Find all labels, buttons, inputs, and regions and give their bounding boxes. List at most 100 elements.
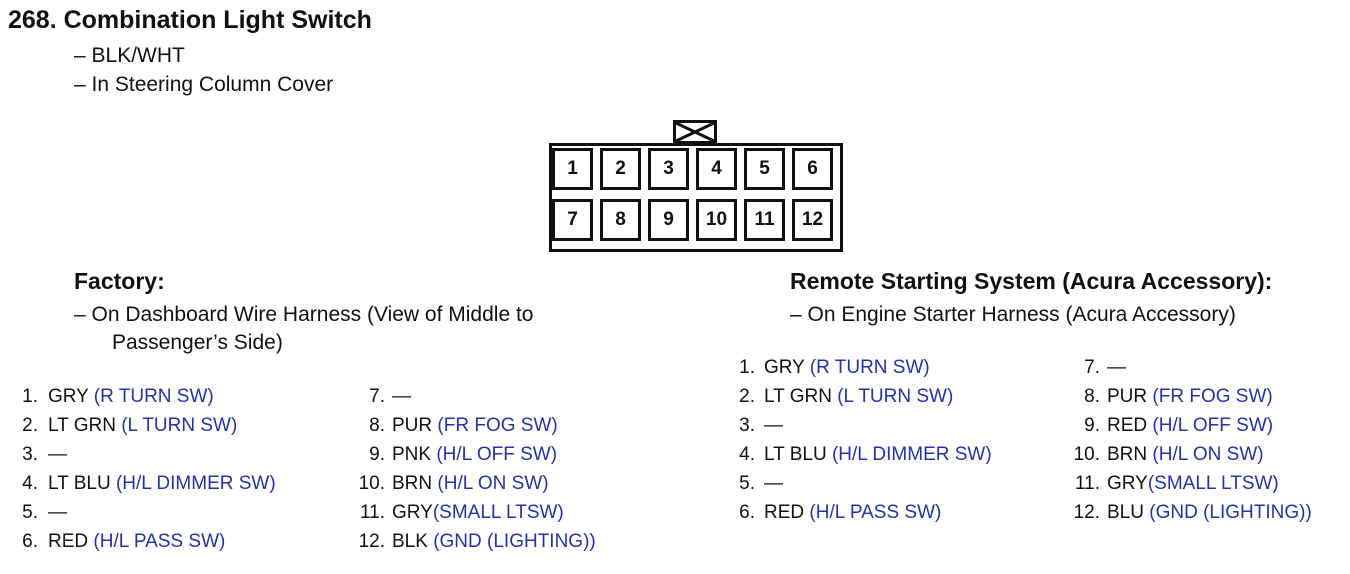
connector-title: 268. Combination Light Switch	[8, 6, 372, 34]
pin-number: 10.	[358, 473, 385, 494]
pin-number: 1.	[739, 357, 755, 378]
pin-function: (FR FOG SW)	[437, 415, 558, 436]
pin-number: 9.	[369, 444, 385, 465]
pin-function: (H/L PASS SW)	[809, 502, 942, 523]
wire-color: LT GRN	[48, 415, 122, 436]
factory-heading: Factory:	[74, 268, 165, 294]
pin-description: LT BLU (H/L DIMMER SW)	[48, 473, 276, 495]
wire-color: LT BLU	[48, 473, 116, 494]
wire-color: GRY	[1107, 473, 1148, 494]
pin-number: 4.	[739, 444, 755, 465]
pin-function: (H/L ON SW)	[437, 473, 549, 494]
pin-number: 12.	[358, 531, 385, 552]
wire-color: PNK	[392, 444, 437, 465]
pin-description: GRY(SMALL LTSW)	[392, 502, 564, 524]
pin-function: (H/L OFF SW)	[1152, 415, 1274, 436]
pin-function: (SMALL LTSW)	[1147, 473, 1279, 494]
pin-description: PUR (FR FOG SW)	[392, 415, 558, 437]
pin-description: BRN (H/L ON SW)	[392, 473, 549, 495]
pin-function: (H/L PASS SW)	[93, 531, 226, 552]
connector-pin-3: 3	[648, 148, 689, 190]
pin-number: 3.	[739, 415, 755, 436]
wire-color: GRY	[48, 386, 94, 407]
pin-description: BLK (GND (LIGHTING))	[392, 531, 596, 553]
pin-description: RED (H/L PASS SW)	[48, 531, 225, 553]
wire-color: —	[48, 444, 67, 465]
connector-pin-10: 10	[696, 199, 737, 241]
pin-description: LT GRN (L TURN SW)	[48, 415, 237, 437]
connector-pin-12: 12	[792, 199, 833, 241]
pin-function: (R TURN SW)	[93, 386, 214, 407]
pin-number: 4.	[22, 473, 38, 494]
pin-number: 5.	[739, 473, 755, 494]
pin-description: —	[392, 386, 411, 408]
pin-description: —	[764, 473, 783, 495]
wire-color: —	[1107, 357, 1126, 378]
pin-function: (H/L DIMMER SW)	[115, 473, 276, 494]
wire-color: RED	[48, 531, 94, 552]
remote-location: – On Engine Starter Harness (Acura Acces…	[790, 303, 1236, 326]
pin-function: (R TURN SW)	[809, 357, 930, 378]
pin-function: (GND (LIGHTING))	[433, 531, 596, 552]
remote-heading: Remote Starting System (Acura Accessory)…	[790, 268, 1273, 294]
pin-function: (GND (LIGHTING))	[1149, 502, 1312, 523]
pin-description: LT BLU (H/L DIMMER SW)	[764, 444, 992, 466]
wire-color: GRY	[392, 502, 433, 523]
wire-color: BLU	[1107, 502, 1150, 523]
wire-color: RED	[1107, 415, 1153, 436]
pin-number: 2.	[22, 415, 38, 436]
connector-pin-5: 5	[744, 148, 785, 190]
pin-number: 7.	[369, 386, 385, 407]
factory-location-line2: Passenger’s Side)	[112, 331, 283, 354]
pin-number: 5.	[22, 502, 38, 523]
pin-description: LT GRN (L TURN SW)	[764, 386, 953, 408]
connector-pin-11: 11	[744, 199, 785, 241]
pin-number: 8.	[1084, 386, 1100, 407]
connector-latch-icon	[673, 120, 717, 144]
connector-pin-1: 1	[552, 148, 593, 190]
pin-description: —	[48, 444, 67, 466]
connector-location: – In Steering Column Cover	[74, 73, 334, 96]
wire-color: LT GRN	[764, 386, 838, 407]
pin-function: (L TURN SW)	[837, 386, 954, 407]
wire-color: LT BLU	[764, 444, 832, 465]
connector-pin-2: 2	[600, 148, 641, 190]
pin-number: 2.	[739, 386, 755, 407]
wire-color: BRN	[392, 473, 438, 494]
pin-number: 9.	[1084, 415, 1100, 436]
connector-pin-4: 4	[696, 148, 737, 190]
connector-pin-7: 7	[552, 199, 593, 241]
pin-description: —	[764, 415, 783, 437]
pin-description: RED (H/L OFF SW)	[1107, 415, 1273, 437]
pin-description: GRY(SMALL LTSW)	[1107, 473, 1279, 495]
pin-number: 1.	[22, 386, 38, 407]
wire-color: —	[764, 415, 783, 436]
wire-color: PUR	[1107, 386, 1153, 407]
pin-function: (H/L DIMMER SW)	[831, 444, 992, 465]
pin-description: PNK (H/L OFF SW)	[392, 444, 557, 466]
factory-location-line1: – On Dashboard Wire Harness (View of Mid…	[74, 303, 534, 326]
pin-description: —	[1107, 357, 1126, 379]
pin-description: BRN (H/L ON SW)	[1107, 444, 1264, 466]
pin-function: (H/L OFF SW)	[436, 444, 558, 465]
wire-color: —	[392, 386, 411, 407]
pin-description: RED (H/L PASS SW)	[764, 502, 941, 524]
wire-color: BLK	[392, 531, 434, 552]
connector-color: – BLK/WHT	[74, 44, 185, 67]
pin-description: GRY (R TURN SW)	[48, 386, 214, 408]
pin-number: 7.	[1084, 357, 1100, 378]
pin-description: GRY (R TURN SW)	[764, 357, 930, 379]
pin-function: (H/L ON SW)	[1152, 444, 1264, 465]
wire-color: —	[48, 502, 67, 523]
pin-number: 11.	[1074, 473, 1100, 494]
wire-color: —	[764, 473, 783, 494]
pin-description: —	[48, 502, 67, 524]
pin-function: (L TURN SW)	[121, 415, 238, 436]
pin-number: 3.	[22, 444, 38, 465]
pin-description: PUR (FR FOG SW)	[1107, 386, 1273, 408]
pin-number: 10.	[1073, 444, 1100, 465]
connector-pin-8: 8	[600, 199, 641, 241]
wire-color: GRY	[764, 357, 810, 378]
connector-pin-6: 6	[792, 148, 833, 190]
